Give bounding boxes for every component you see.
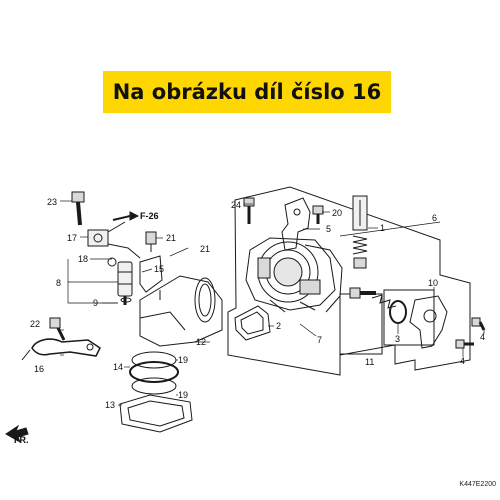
ref-5: 5 [326, 224, 331, 234]
arrow-head-f26 [129, 211, 140, 221]
valve-10 [409, 295, 448, 349]
group-frame-throttle-body [227, 186, 471, 376]
group-frame-sensor [339, 293, 383, 355]
valve-port [423, 309, 437, 323]
ref-4b: 4 [480, 332, 485, 342]
ref-16: 16 [34, 364, 44, 374]
ref-15: 15 [154, 264, 164, 274]
leader-lines [60, 200, 485, 406]
harness-clamp-16 [21, 338, 101, 361]
nut-21a [145, 231, 157, 252]
screw-4a [455, 339, 474, 349]
front-direction-indicator [5, 424, 29, 444]
ref-21b: 21 [200, 244, 210, 254]
banner-text: Na obrázku díl číslo 16 [112, 80, 382, 104]
ref-f26: F-26 [140, 211, 159, 221]
ref-24: 24 [231, 200, 241, 210]
sensor-spring-1 [352, 195, 368, 269]
ref-3: 3 [395, 334, 400, 344]
ref-12: 12 [196, 337, 206, 347]
bracket-15 [139, 255, 163, 293]
ref-8: 8 [56, 278, 61, 288]
ref-23: 23 [47, 197, 57, 207]
reference-labels: 23 F-26 17 21 21 18 15 8 9 22 12 19 14 1… [14, 197, 485, 445]
ref-6: 6 [432, 213, 437, 223]
intake-pipe-12 [139, 275, 223, 347]
ref-2: 2 [276, 321, 281, 331]
bolt-11 [349, 287, 376, 299]
lead-arrow-f26 [112, 215, 131, 221]
bolt-22 [49, 317, 66, 341]
o-ring-3 [389, 300, 407, 324]
injector-8 [117, 261, 133, 305]
ref-1: 1 [380, 223, 385, 233]
ref-17: 17 [67, 233, 77, 243]
ref-14: 14 [113, 362, 123, 372]
ref-20: 20 [332, 208, 342, 218]
spring-11 [371, 294, 397, 309]
ref-19a: 19 [178, 355, 188, 365]
seal-18 [107, 257, 117, 267]
bolt-23 [71, 191, 85, 226]
bracket-5 [281, 197, 311, 251]
bolt-24 [243, 197, 255, 224]
o-ring-9 [120, 297, 132, 303]
ref-13: 13 [105, 400, 115, 410]
gasket-19a [131, 351, 177, 369]
ref-7: 7 [317, 335, 322, 345]
bracket-hole [293, 208, 301, 216]
ref-4a: 4 [460, 356, 465, 366]
gasket-2 [234, 305, 271, 341]
screw-20 [312, 205, 324, 224]
ref-fr: FR. [14, 435, 29, 445]
part-number-banner: Na obrázku díl číslo 16 [103, 71, 391, 113]
ref-11: 11 [365, 357, 374, 367]
ref-18: 18 [78, 254, 88, 264]
ref-10: 10 [428, 278, 438, 288]
ref-9: 9 [93, 298, 98, 308]
sensor-17 [87, 221, 141, 259]
gasket-19b [131, 377, 177, 395]
ref-22: 22 [30, 319, 40, 329]
plate-13 [119, 394, 193, 433]
ref-21a: 21 [166, 233, 176, 243]
insulator-14 [129, 361, 179, 383]
diagram-code: K447E2200 [459, 481, 496, 488]
screw-4b [471, 317, 486, 331]
throttle-body [245, 237, 343, 313]
ref-19b: 19 [178, 390, 188, 400]
group-frame-valve [383, 289, 435, 346]
